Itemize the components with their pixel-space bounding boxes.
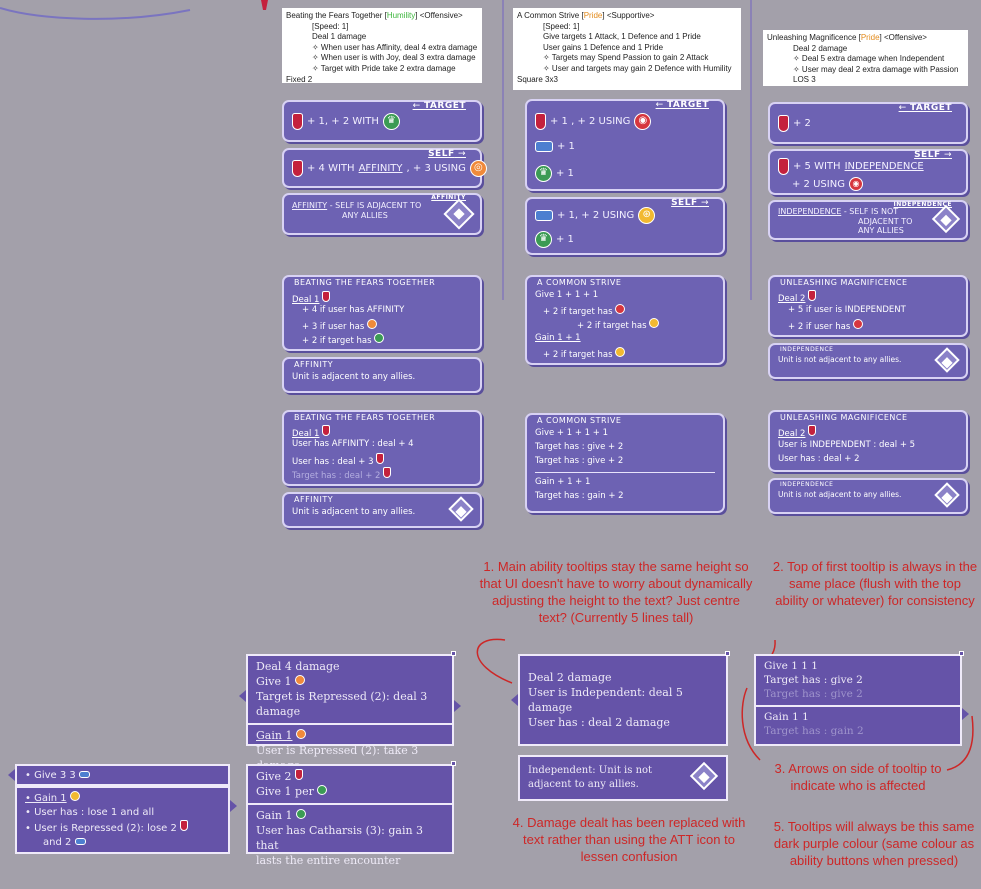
tooltip-small-body: • Gain 1 • User has : lose 1 and all • U… xyxy=(15,786,230,854)
unleashing-v3-card[interactable]: UNLEASHING MAGNIFICENCE Deal 2 User is I… xyxy=(768,410,968,472)
beating-v2-card[interactable]: BEATING THE FEARS TOGETHER Deal 1 + 4 if… xyxy=(282,275,482,351)
tooltip-arrow-left xyxy=(8,769,15,781)
tooltip-arrow-right xyxy=(962,708,969,720)
annotation-note-1: 1. Main ability tooltips stay the same h… xyxy=(479,559,753,625)
passion-face-icon: ◉ xyxy=(848,177,863,191)
tooltip-arrow-left xyxy=(239,690,246,702)
independence-keyword-card[interactable]: INDEPENDENCE INDEPENDENCE - SELF IS NOT … xyxy=(768,200,968,240)
tooltip-small-header: • Give 3 3 xyxy=(15,764,230,786)
affinity-v2-card[interactable]: AFFINITY Unit is adjacent to any allies. xyxy=(282,357,482,393)
pen-attack-icon xyxy=(292,160,303,177)
beating-target-card[interactable]: TARGET + 1, + 2 WITH ♛ xyxy=(282,100,482,142)
pen-attack-icon xyxy=(778,158,789,175)
pen-attack-icon xyxy=(535,113,546,130)
affinity-keyword-card[interactable]: AFFINITY AFFINITY - SELF IS ADJACENT TO … xyxy=(282,193,482,235)
beating-self-card[interactable]: SELF + 4 WITH AFFINITY , + 3 USING ◎ xyxy=(282,148,487,188)
tooltip-a: Deal 4 damage Give 1 Target is Repressed… xyxy=(246,654,454,772)
humility-face-icon: ♛ xyxy=(382,113,400,130)
tooltip-arrow-left xyxy=(511,694,518,706)
humility-face-icon: ♛ xyxy=(535,165,552,182)
ability-description-beating: Beating the Fears Together [Humility] <O… xyxy=(282,8,482,84)
unleashing-v2-card[interactable]: UNLEASHING MAGNIFICENCE Deal 2 + 5 if us… xyxy=(768,275,968,337)
joy-face-icon: ◎ xyxy=(469,160,487,177)
unleashing-self-card[interactable]: SELF + 5 WITH INDEPENDENCE + 2 USING ◉ xyxy=(768,149,968,195)
shield-defence-icon xyxy=(535,141,553,152)
tooltip-b: Give 2 Give 1 per Gain 1 User has Cathar… xyxy=(246,764,454,867)
common-strive-target-card[interactable]: TARGET + 1 , + 2 USING ◉ + 1 ♛ + 1 xyxy=(525,99,725,191)
pride-face-icon: ⊛ xyxy=(638,207,656,224)
affinity-v3-card[interactable]: AFFINITY Unit is adjacent to any allies. xyxy=(282,492,482,528)
pen-attack-icon xyxy=(292,113,303,130)
tooltip-corner-marker xyxy=(725,651,730,656)
joy-face-icon xyxy=(366,319,377,329)
column-divider xyxy=(750,0,752,300)
common-strive-v2-card[interactable]: A COMMON STRIVE Give 1 + 1 + 1 + 2 if ta… xyxy=(525,275,725,365)
annotation-note-4: 4. Damage dealt has been replaced with t… xyxy=(512,815,746,864)
ability-description-common-strive: A Common Strive [Pride] <Supportive> [Sp… xyxy=(513,8,741,90)
tooltip-arrow-right xyxy=(454,700,461,712)
independence-v3-card[interactable]: INDEPENDENCE Unit is not adjacent to any… xyxy=(768,478,968,514)
annotation-note-2: 2. Top of first tooltip is always in the… xyxy=(772,559,978,608)
tooltip-c: Deal 2 damage User is Independent: deal … xyxy=(518,654,728,746)
pen-fragment-icon xyxy=(261,0,268,10)
humility-face-icon xyxy=(374,333,385,343)
humility-face-icon: ♛ xyxy=(535,231,552,248)
common-strive-self-card[interactable]: SELF + 1, + 2 USING ⊛ ♛ + 1 xyxy=(525,197,725,255)
tooltip-corner-marker xyxy=(451,651,456,656)
beating-v3-card[interactable]: BEATING THE FEARS TOGETHER Deal 1 User h… xyxy=(282,410,482,486)
annotation-note-3: 3. Arrows on side of tooltip to indicate… xyxy=(774,761,942,793)
tooltip-arrow-right xyxy=(230,800,237,812)
tooltip-d: Give 1 1 1 Target has : give 2 Target ha… xyxy=(754,654,962,746)
swirl-catharsis-icon xyxy=(317,785,328,795)
pen-attack-icon xyxy=(778,115,789,132)
ability-description-unleashing: Unleashing Magnificence [Pride] <Offensi… xyxy=(763,30,968,86)
scribble-decoration xyxy=(0,7,191,20)
tooltip-c-keyword: Independent: Unit is not adjacent to any… xyxy=(518,755,728,801)
tooltip-corner-marker xyxy=(451,761,456,766)
shield-defence-icon xyxy=(535,210,553,221)
independence-v2-card[interactable]: INDEPENDENCE Unit is not adjacent to any… xyxy=(768,343,968,379)
tooltip-corner-marker xyxy=(959,651,964,656)
passion-face-icon: ◉ xyxy=(634,113,652,130)
divider xyxy=(535,472,715,473)
column-divider xyxy=(502,0,504,300)
unleashing-target-card[interactable]: TARGET + 2 xyxy=(768,102,968,144)
common-strive-v3-card[interactable]: A COMMON STRIVE Give + 1 + 1 + 1 Target … xyxy=(525,413,725,513)
annotation-note-5: 5. Tooltips will always be this same dar… xyxy=(773,819,975,868)
